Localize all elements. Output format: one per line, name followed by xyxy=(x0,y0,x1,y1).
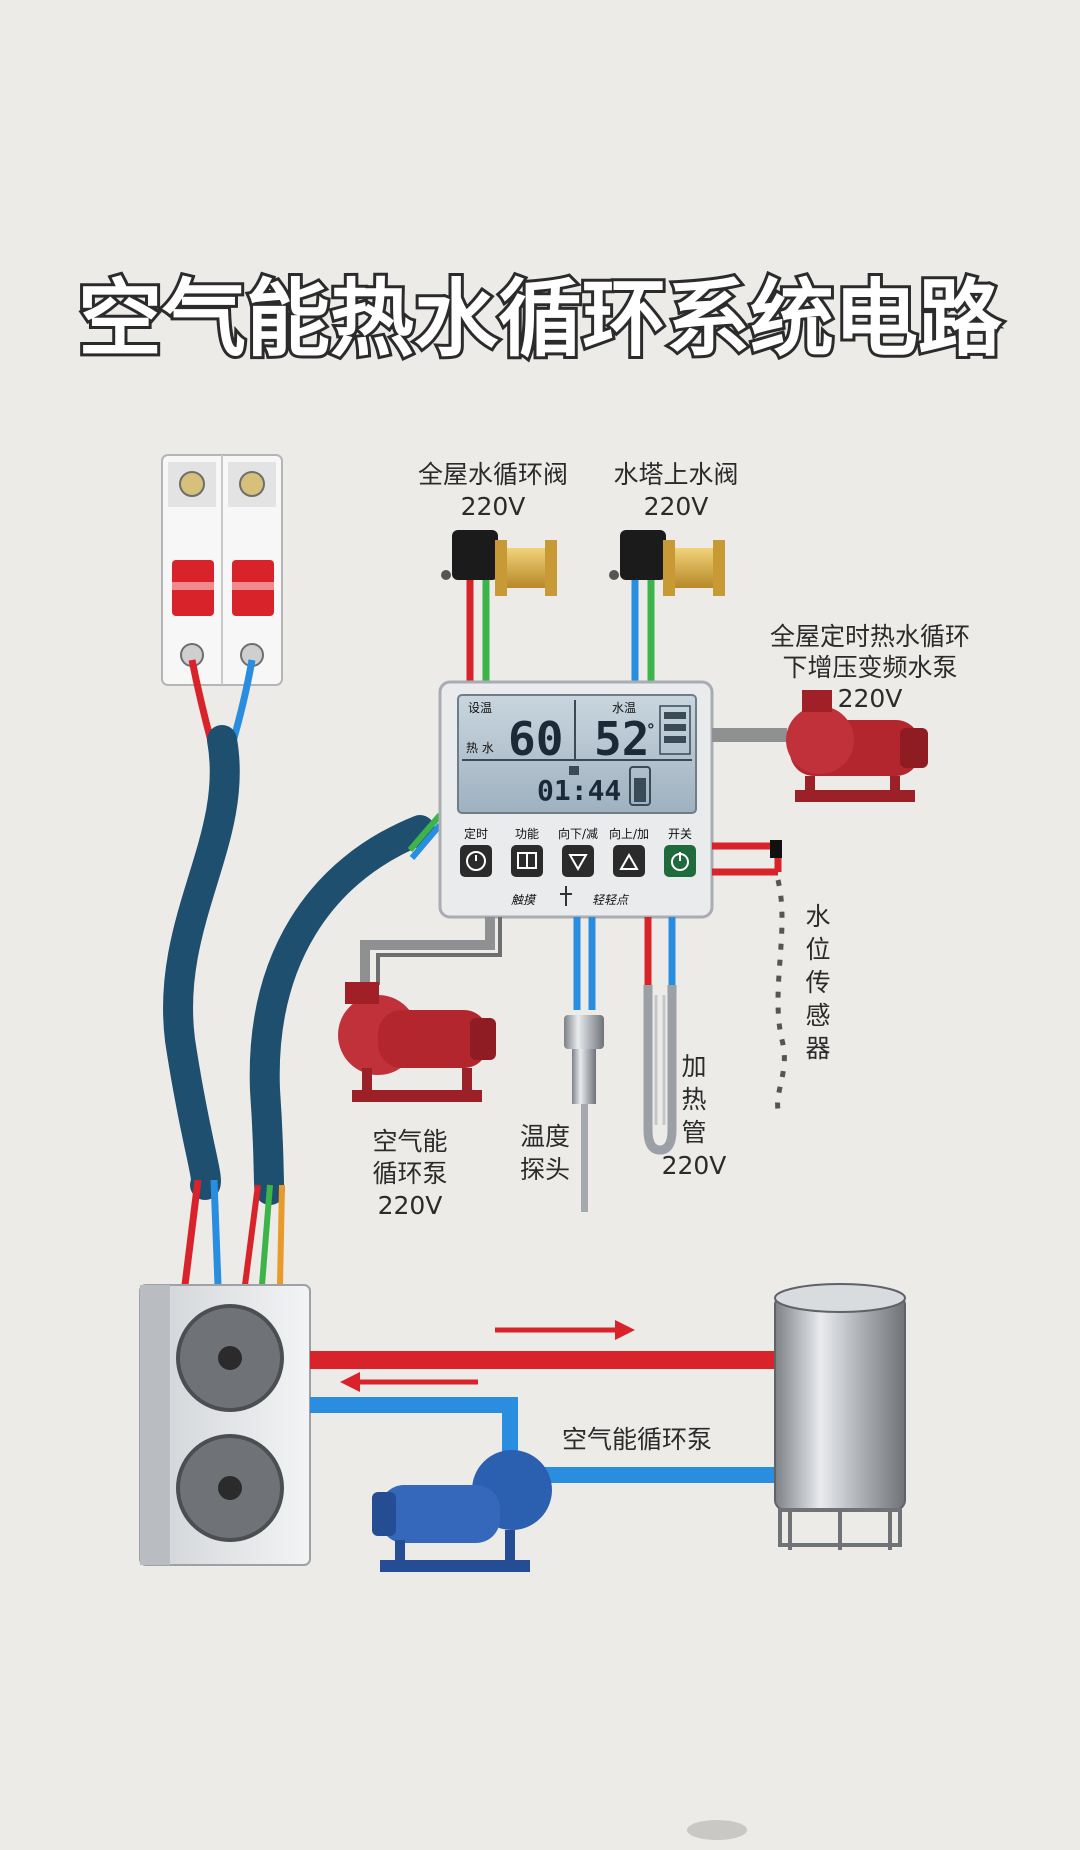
booster-pump-voltage: 220V xyxy=(838,684,903,713)
valve1-voltage: 220V xyxy=(461,492,526,521)
lcd-mode-label: 热 水 xyxy=(466,741,494,755)
temperature-probe xyxy=(564,1015,604,1212)
lcd-set-label: 设温 xyxy=(468,701,492,715)
water-tower-valve xyxy=(609,530,725,596)
btn-label-function: 功能 xyxy=(515,827,539,841)
watermark-blob xyxy=(687,1820,747,1840)
level-sensor-char-4: 器 xyxy=(805,1034,830,1063)
lcd-degree: ° xyxy=(646,720,656,739)
loop-pump-label: 空气能循环泵 xyxy=(562,1425,712,1454)
circulation-pump xyxy=(338,982,496,1102)
touch-text-left: 触摸 xyxy=(511,893,537,907)
hand-icon xyxy=(560,886,572,906)
timer-button[interactable] xyxy=(460,845,492,877)
level-sensor-char-0: 水 xyxy=(805,902,830,931)
heat-pump-unit xyxy=(139,1284,311,1566)
function-button[interactable] xyxy=(511,845,543,877)
cold-return-pipe xyxy=(310,1397,518,1455)
whole-house-valve xyxy=(441,530,557,596)
heater-line2: 热 xyxy=(681,1085,706,1114)
circ-pump-line1: 空气能 xyxy=(372,1127,447,1156)
heater-line1: 加 xyxy=(681,1052,706,1081)
btn-label-up: 向上/加 xyxy=(609,826,649,841)
booster-pump xyxy=(786,690,928,802)
down-button[interactable] xyxy=(562,845,594,877)
heater-line3: 管 xyxy=(681,1118,706,1147)
level-sensor-char-3: 感 xyxy=(805,1001,830,1030)
btn-label-timer: 定时 xyxy=(464,826,488,841)
level-sensor-char-1: 位 xyxy=(805,935,830,964)
booster-pump-line1: 全屋定时热水循环 xyxy=(770,622,970,651)
valve2-voltage: 220V xyxy=(644,492,709,521)
level-sensor-char-2: 传 xyxy=(805,968,830,997)
up-button[interactable] xyxy=(613,845,645,877)
heater-voltage: 220V xyxy=(662,1151,727,1180)
temp-probe-line2: 探头 xyxy=(520,1155,570,1184)
btn-label-down: 向下/减 xyxy=(558,826,598,841)
lcd-water-temp: 52 xyxy=(594,712,649,766)
circ-pump-voltage: 220V xyxy=(378,1191,443,1220)
heating-tube xyxy=(643,985,677,1155)
power-cable xyxy=(163,725,240,1200)
controller-cable xyxy=(249,815,435,1205)
valve1-name: 全屋水循环阀 xyxy=(418,460,568,489)
lcd-lock-icon xyxy=(569,766,579,775)
page-title: 空气能热水循环系统电路 xyxy=(78,270,1003,368)
flow-arrow-left xyxy=(340,1372,478,1392)
loop-pump xyxy=(372,1450,552,1572)
storage-tank xyxy=(774,1283,906,1550)
booster-pump-line2: 下增压变频水泵 xyxy=(782,653,957,682)
lcd-water-label: 水温 xyxy=(612,701,636,715)
lcd-set-temp: 60 xyxy=(508,712,563,766)
valve2-name: 水塔上水阀 xyxy=(613,460,738,489)
touch-text-right: 轻轻点 xyxy=(592,893,630,907)
lcd-time: 01:44 xyxy=(537,774,621,807)
flow-arrow-right xyxy=(495,1320,635,1340)
power-button[interactable] xyxy=(664,845,696,877)
circuit-breaker xyxy=(161,454,283,686)
btn-label-power: 开关 xyxy=(668,827,692,841)
circ-pump-line2: 循环泵 xyxy=(372,1159,447,1188)
water-level-sensor xyxy=(775,879,787,1111)
temp-probe-line1: 温度 xyxy=(520,1122,570,1151)
level-sensor-label: 水 位 传 感 器 xyxy=(805,902,830,1063)
